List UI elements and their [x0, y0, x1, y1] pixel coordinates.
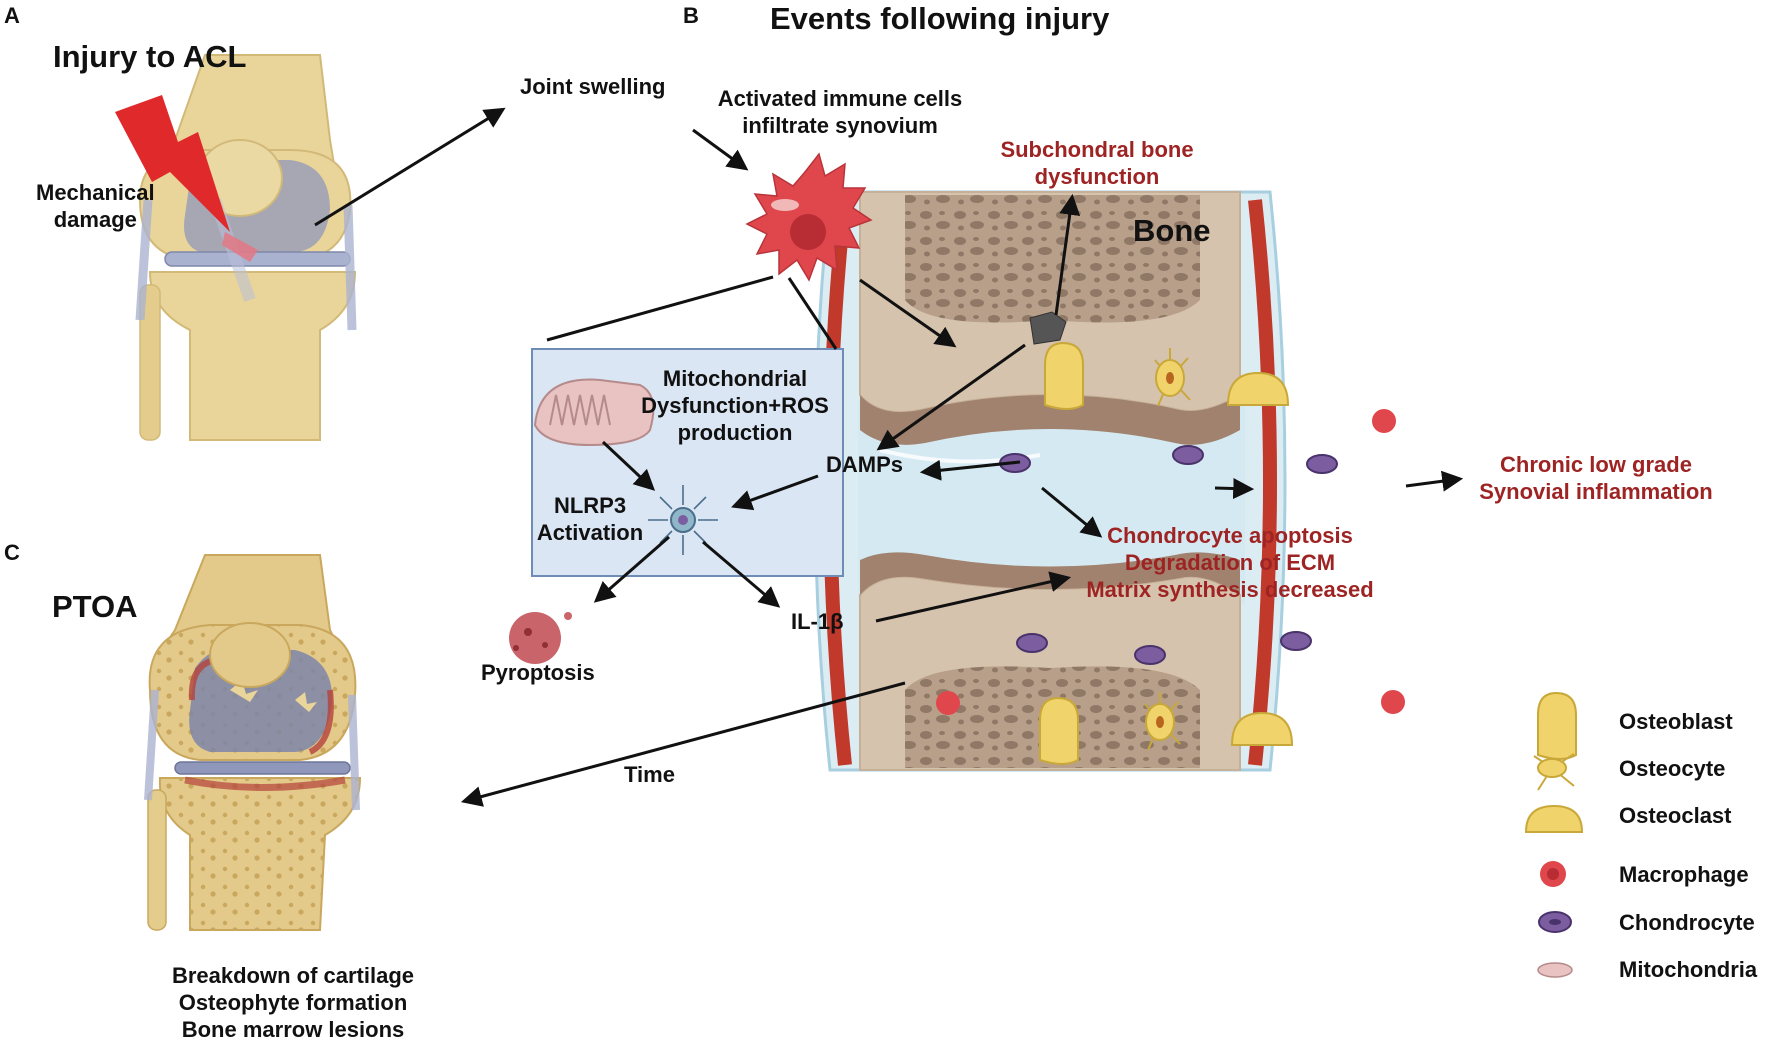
ptoa-outcome-1: Breakdown of cartilage — [171, 963, 415, 988]
mito-line1: Mitochondrial — [662, 366, 808, 391]
lightning-bolt-icon — [115, 95, 230, 232]
macrophage-icon — [1540, 861, 1566, 887]
panel-c-title: PTOA — [52, 589, 138, 624]
chondrocyte-icon — [1538, 911, 1572, 933]
mitochondria-box — [531, 348, 844, 577]
osteoclast-icon — [1524, 804, 1584, 833]
mechanical-damage-line1: Mechanical — [36, 180, 155, 205]
pyroptosis-cell — [509, 612, 572, 664]
damps-label: DAMPs — [826, 452, 904, 477]
osteoblast-icon — [1537, 691, 1577, 760]
subchondral-line1: Subchondral bone — [1000, 137, 1194, 162]
joint-cross-section — [813, 190, 1405, 772]
panel-a-title: Injury to ACL — [53, 39, 247, 74]
synovial-line1: Chronic low grade — [1500, 452, 1692, 477]
chondro-line2: Degradation of ECM — [1124, 549, 1336, 575]
immune-cells-label: Activated immune cells infiltrate synovi… — [710, 86, 970, 140]
synovial-inflammation-label: Chronic low grade Synovial inflammation — [1466, 452, 1726, 506]
chondrocyte-effects-label: Chondrocyte apoptosis Degradation of ECM… — [1080, 523, 1380, 603]
nlrp3-line1: NLRP3 — [553, 493, 627, 518]
legend-label-osteocyte: Osteocyte — [1619, 756, 1726, 781]
mito-line2: Dysfunction+ROS — [641, 392, 829, 418]
ptoa-outcome-2: Osteophyte formation — [178, 989, 408, 1015]
legend-label-osteoblast: Osteoblast — [1619, 709, 1733, 734]
legend-label-chondrocyte: Chondrocyte — [1619, 910, 1755, 935]
nlrp3-line2: Activation — [536, 519, 644, 545]
mito-line3: production — [677, 419, 793, 445]
legend-label-macrophage: Macrophage — [1619, 862, 1749, 887]
macrophage-cell — [745, 152, 873, 282]
mitochondria-icon — [1537, 962, 1573, 978]
time-label: Time — [624, 762, 675, 787]
immune-cells-line1: Activated immune cells — [717, 86, 963, 111]
mechanical-damage-line2: damage — [53, 206, 137, 232]
knee-injury-illustration — [115, 54, 357, 441]
chondro-line3: Matrix synthesis decreased — [1086, 576, 1374, 602]
chondro-line1: Chondrocyte apoptosis — [1107, 523, 1353, 548]
panel-c-letter: C — [4, 540, 20, 565]
legend-label-mitochondria: Mitochondria — [1619, 957, 1758, 982]
bone-label: Bone — [1133, 213, 1211, 248]
ptoa-outcomes: Breakdown of cartilage Osteophyte format… — [163, 963, 423, 1043]
subchondral-line2: dysfunction — [1034, 163, 1160, 189]
panel-b-letter: B — [683, 3, 699, 28]
ptoa-outcome-3: Bone marrow lesions — [181, 1016, 405, 1042]
osteocyte-icon — [1533, 753, 1575, 791]
mitochondrial-dysfunction-label: Mitochondrial Dysfunction+ROS production — [640, 366, 830, 446]
nlrp3-inflammasome — [648, 485, 718, 555]
mechanical-damage-label: Mechanical damage — [36, 180, 155, 234]
legend-label-osteoclast: Osteoclast — [1619, 803, 1732, 828]
nlrp3-label: NLRP3 Activation — [530, 493, 650, 547]
ptoa-knee-illustration — [144, 554, 362, 931]
legend — [1524, 691, 1584, 978]
joint-swelling-label: Joint swelling — [520, 74, 666, 99]
arrows — [314, 107, 1464, 807]
panel-b-title: Events following injury — [770, 1, 1110, 36]
subchondral-label: Subchondral bone dysfunction — [992, 137, 1202, 191]
il1b-label: IL-1β — [791, 609, 844, 634]
panel-a-letter: A — [4, 3, 20, 28]
synovial-line2: Synovial inflammation — [1479, 478, 1713, 504]
immune-cells-line2: infiltrate synovium — [742, 112, 938, 138]
pyroptosis-label: Pyroptosis — [481, 660, 595, 685]
mitochondrion-illustration — [533, 378, 655, 447]
